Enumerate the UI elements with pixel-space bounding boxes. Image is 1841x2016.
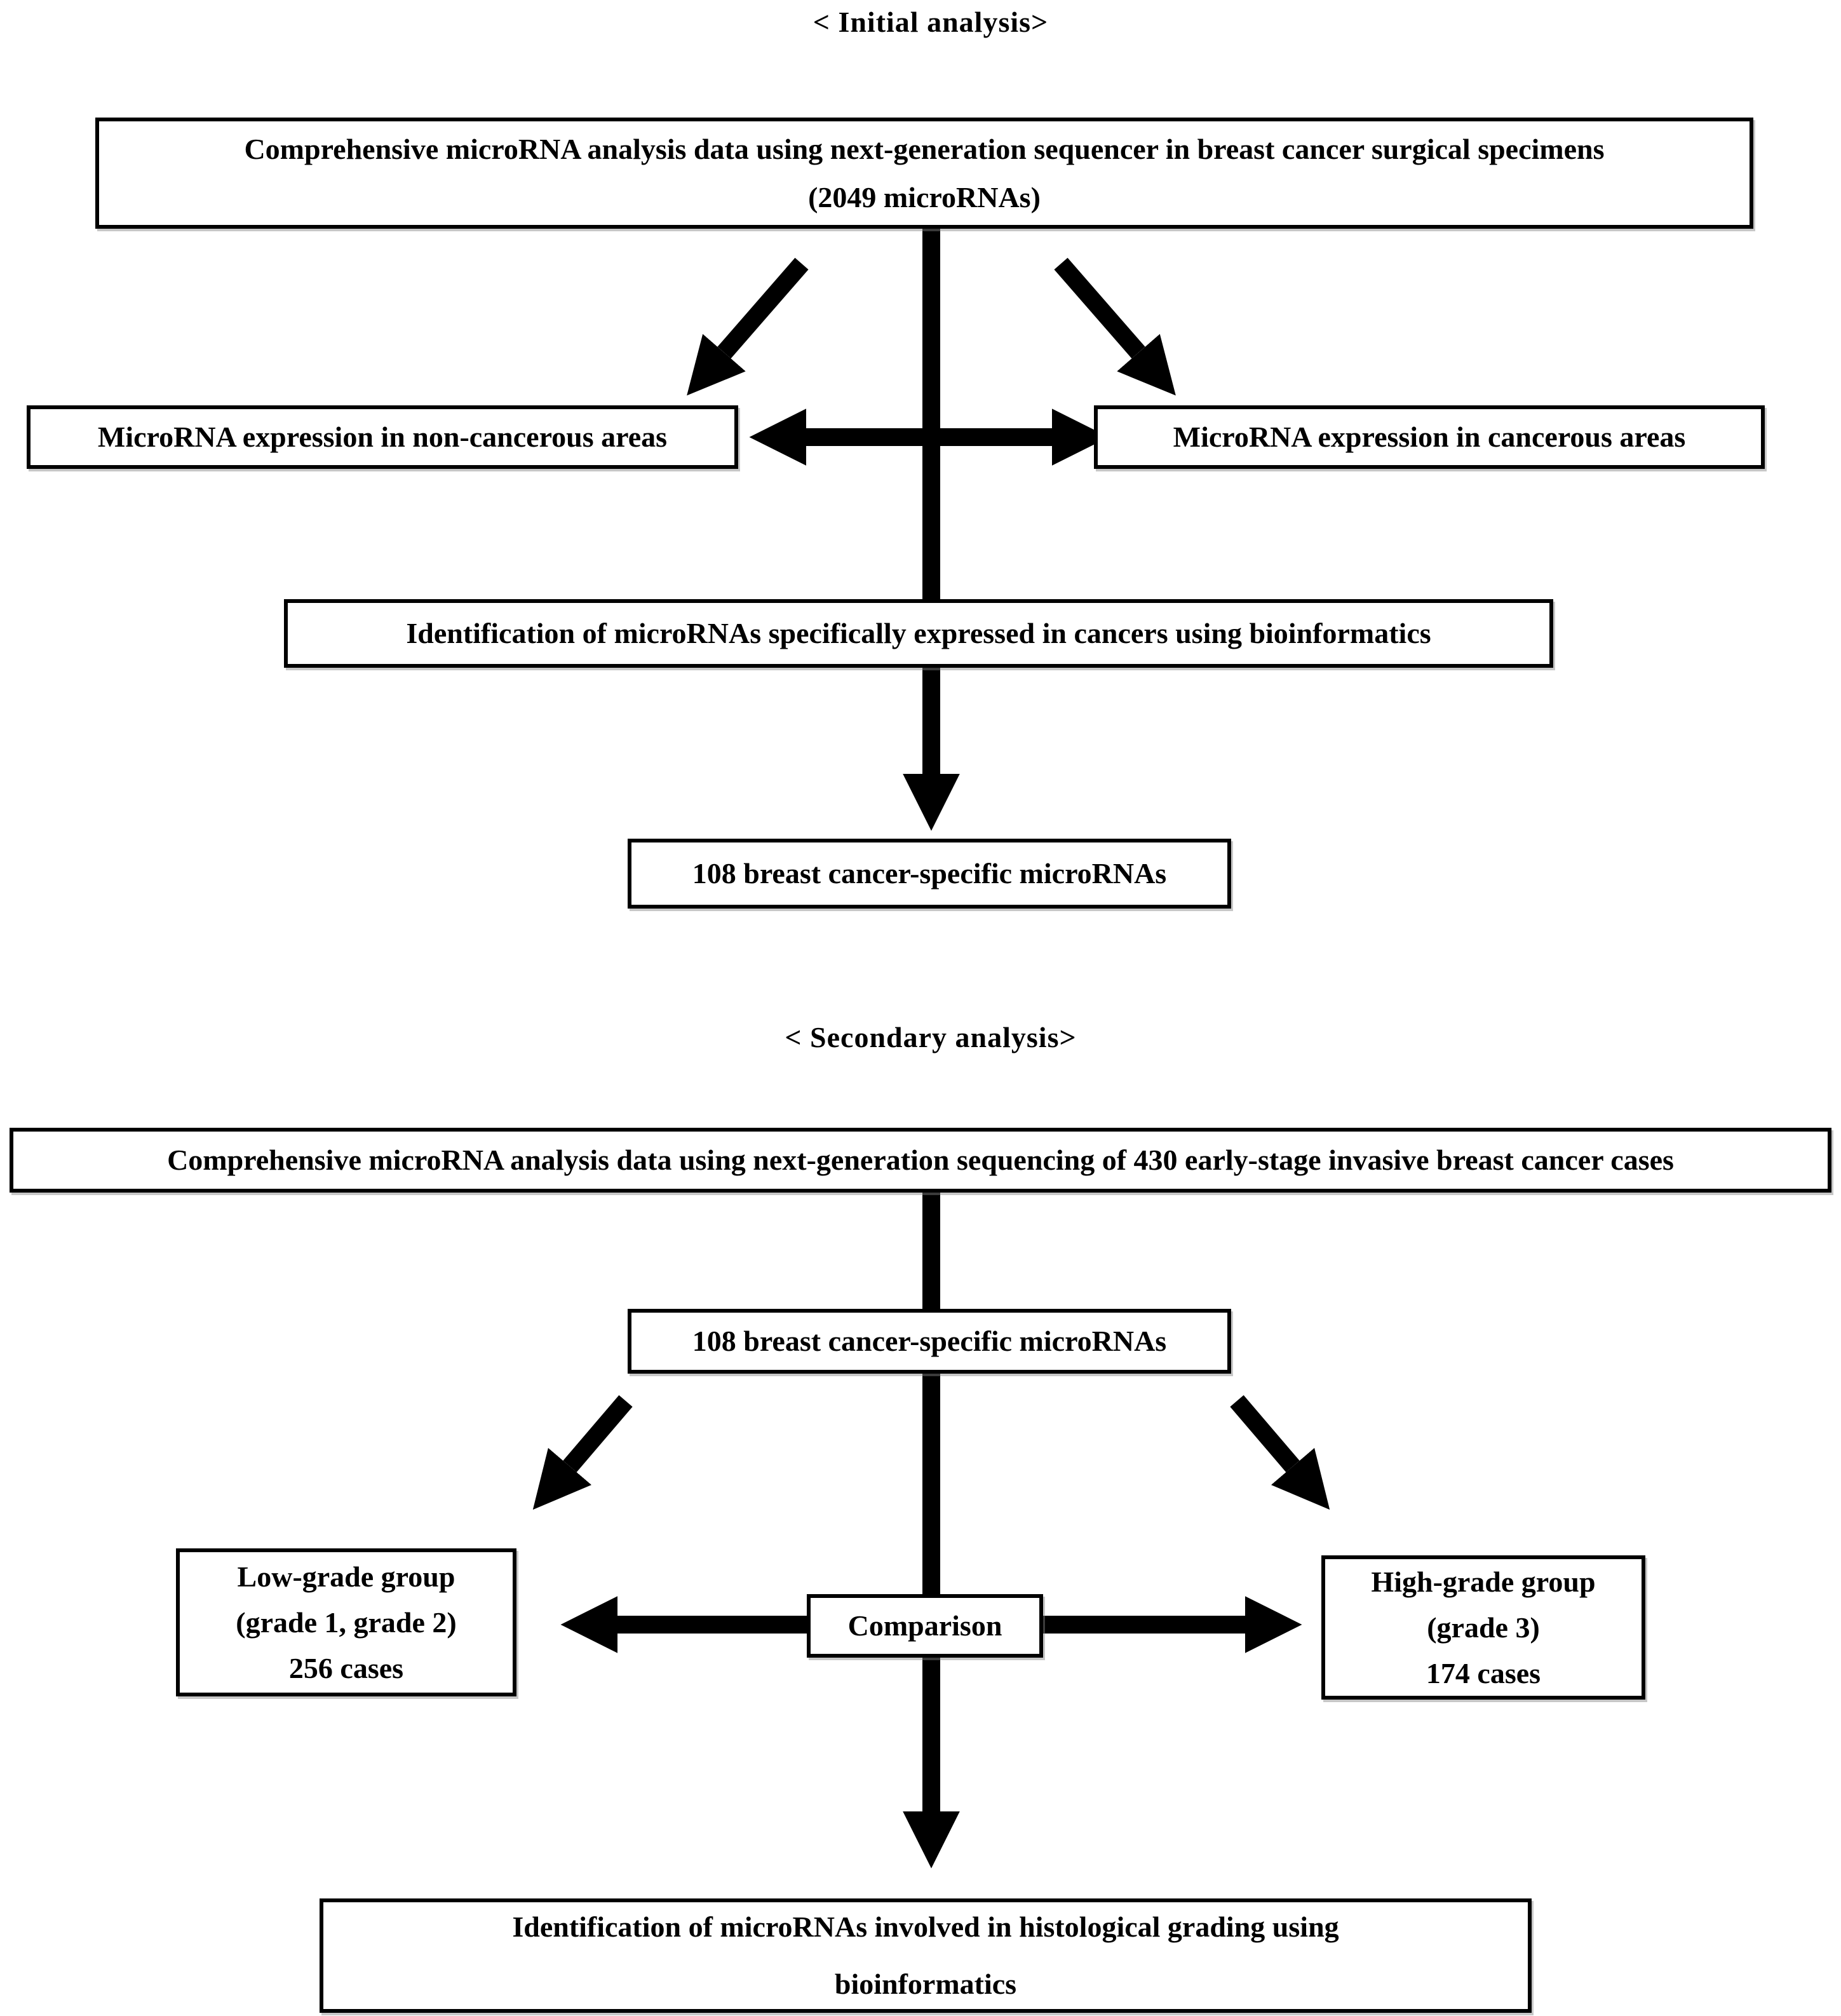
box-high-grade-line2: (grade 3) <box>1427 1611 1540 1644</box>
box-comparison-label: Comparison <box>847 1609 1002 1642</box>
box-low-grade-line1: Low-grade group <box>237 1560 455 1593</box>
box-cancerous-expression-label: MicroRNA expression in cancerous areas <box>1173 421 1686 453</box>
box-initial-identification: Identification of microRNAs specifically… <box>284 599 1553 668</box>
box-high-grade-line3: 174 cases <box>1426 1656 1541 1689</box>
heading-initial-analysis: < Initial analysis> <box>813 6 1049 38</box>
heading-secondary-analysis: < Secondary analysis> <box>785 1021 1077 1053</box>
box-108-mirnas-secondary-label: 108 breast cancer-specific microRNAs <box>692 1325 1167 1357</box>
box-108-mirnas-initial-label: 108 breast cancer-specific microRNAs <box>692 857 1167 890</box>
box-secondary-identification-line1: Identification of microRNAs involved in … <box>512 1911 1339 1943</box>
box-initial-source-line2: (2049 microRNAs) <box>808 180 1041 213</box>
box-initial-source: Comprehensive microRNA analysis data usi… <box>95 118 1753 229</box>
box-low-grade-line2: (grade 1, grade 2) <box>236 1606 457 1639</box>
box-108-mirnas-secondary: 108 breast cancer-specific microRNAs <box>628 1309 1231 1374</box>
box-comparison: Comparison <box>807 1594 1043 1658</box>
arrow-initial-diagonal-right-icon <box>1054 257 1176 396</box>
box-high-grade-group: High-grade group (grade 3) 174 cases <box>1321 1555 1645 1700</box>
box-secondary-source: Comprehensive microRNA analysis data usi… <box>10 1128 1831 1193</box>
box-low-grade-group: Low-grade group (grade 1, grade 2) 256 c… <box>176 1548 516 1696</box>
box-noncancerous-expression: MicroRNA expression in non-cancerous are… <box>27 405 738 469</box>
box-high-grade-line1: High-grade group <box>1371 1565 1596 1598</box>
box-low-grade-line3: 256 cases <box>288 1651 404 1684</box>
arrow-initial-diagonal-left-icon <box>687 257 809 396</box>
box-initial-identification-label: Identification of microRNAs specifically… <box>406 617 1431 649</box>
box-secondary-source-label: Comprehensive microRNA analysis data usi… <box>167 1144 1674 1176</box>
box-initial-source-line1: Comprehensive microRNA analysis data usi… <box>244 132 1605 165</box>
arrow-secondary-diagonal-left-icon <box>532 1395 633 1510</box>
box-secondary-identification-line2: bioinformatics <box>834 1968 1017 2000</box>
arrow-secondary-diagonal-right-icon <box>1230 1395 1330 1510</box>
box-108-mirnas-initial: 108 breast cancer-specific microRNAs <box>628 839 1231 909</box>
box-secondary-identification: Identification of microRNAs involved in … <box>320 1898 1532 2013</box>
box-noncancerous-expression-label: MicroRNA expression in non-cancerous are… <box>97 421 668 453</box>
box-cancerous-expression: MicroRNA expression in cancerous areas <box>1094 405 1765 469</box>
